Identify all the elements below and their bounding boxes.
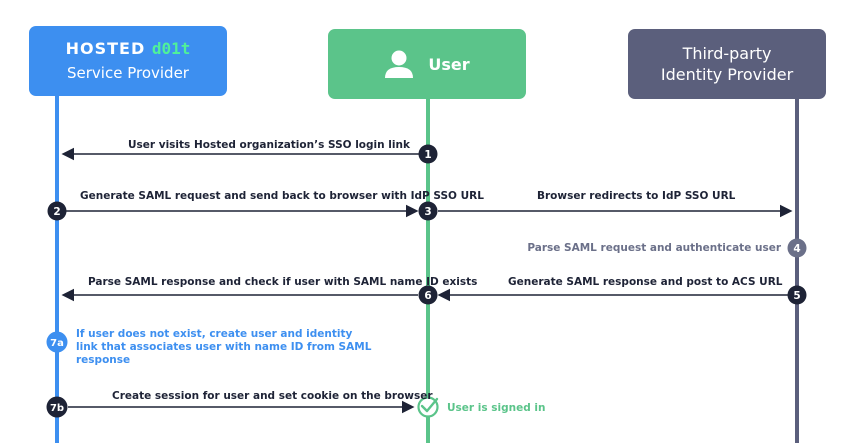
step-6-label: Parse SAML response and check if user wi… (88, 276, 478, 288)
step-badge-2: 2 (47, 201, 67, 221)
identity-provider-box: Third-party Identity Provider (628, 29, 826, 99)
step-3-label: Browser redirects to IdP SSO URL (537, 190, 736, 202)
step-badge-6: 6 (418, 285, 438, 305)
svg-text:4: 4 (793, 243, 800, 255)
user-icon (385, 50, 414, 78)
svg-text:5: 5 (793, 290, 800, 302)
check-circle-icon (417, 396, 439, 418)
step-4-label: Parse SAML request and authenticate user (527, 242, 781, 254)
step-2-label: Generate SAML request and send back to b… (80, 190, 484, 202)
step-7a-label: If user does not exist, create user and … (76, 328, 372, 366)
svg-text:1: 1 (424, 149, 431, 161)
svg-text:2: 2 (53, 206, 60, 218)
svg-text:7a: 7a (50, 338, 64, 349)
step-badge-7b: 7b (46, 396, 68, 418)
brand-name: HOSTED (65, 38, 146, 58)
step-5-label: Generate SAML response and post to ACS U… (508, 276, 783, 288)
svg-text:7b: 7b (50, 403, 64, 414)
step-badge-7a: 7a (46, 331, 68, 353)
identity-provider-title-line2: Identity Provider (660, 65, 794, 84)
identity-provider-title-line1: Third-party (682, 44, 772, 63)
hosted-logo: HOSTED d01t (66, 39, 191, 59)
service-provider-box: HOSTED d01t Service Provider (29, 26, 227, 96)
step-badge-5: 5 (787, 285, 807, 305)
user-box: User (328, 29, 526, 99)
service-provider-title: Service Provider (67, 63, 189, 82)
step-1-label: User visits Hosted organization’s SSO lo… (128, 139, 410, 151)
signed-in-status: User is signed in (447, 402, 546, 414)
step-badge-3: 3 (418, 201, 438, 221)
svg-text:6: 6 (424, 290, 431, 302)
brand-accent: d01t (151, 38, 191, 58)
step-7b-label: Create session for user and set cookie o… (112, 390, 433, 402)
user-title: User (428, 54, 470, 74)
svg-text:3: 3 (424, 206, 431, 218)
step-badge-4: 4 (787, 238, 807, 258)
step-badge-1: 1 (418, 144, 438, 164)
